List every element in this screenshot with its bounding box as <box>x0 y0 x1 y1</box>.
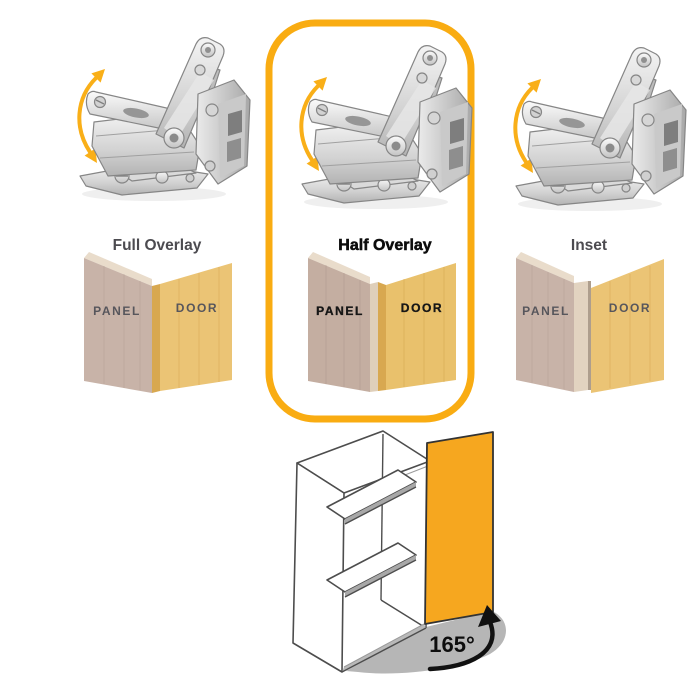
panel-label: PANEL <box>316 304 364 318</box>
door-label: DOOR <box>176 301 218 315</box>
option-card-inset[interactable]: Inset PANEL DOOR <box>513 45 688 393</box>
door-label: DOOR <box>401 301 443 315</box>
wood-corner-graphic-half-overlay: PANEL DOOR <box>308 252 456 392</box>
panel-board <box>84 258 152 393</box>
cabinet-door-open <box>424 431 494 625</box>
option-label: Half Overlay <box>338 237 431 254</box>
door-board <box>160 263 232 391</box>
panel-board <box>308 258 370 392</box>
door-board <box>386 263 456 390</box>
panel-label: PANEL <box>522 304 570 318</box>
option-label: Inset <box>571 237 607 254</box>
option-card-full-overlay[interactable]: Full Overlay PANEL DOOR <box>77 35 252 393</box>
door-edge <box>378 282 386 391</box>
panel-top-edge <box>308 252 370 284</box>
panel-board <box>516 258 574 392</box>
cabinet-line-art <box>292 430 431 673</box>
wood-corner-graphic-full-overlay: PANEL DOOR <box>84 252 232 393</box>
option-label: Full Overlay <box>113 237 202 254</box>
wood-corner-graphic-inset: PANEL DOOR <box>516 252 664 393</box>
panel-top-edge <box>84 252 152 286</box>
panel-front-edge <box>370 282 378 392</box>
door-edge <box>152 284 160 393</box>
option-card-half-overlay[interactable]: Half Overlay PANEL DOOR <box>299 43 474 392</box>
door-swing-arrow-icon <box>427 605 501 672</box>
reveal-shadow <box>588 281 591 390</box>
door-swing-arc <box>346 611 506 674</box>
opening-angle-label: 165° <box>429 632 475 657</box>
cabinet-open-door-diagram: 165° <box>292 430 506 674</box>
panel-label: PANEL <box>93 304 141 318</box>
door-label: DOOR <box>609 301 651 315</box>
door-board <box>591 259 664 393</box>
panel-front-edge <box>574 281 588 392</box>
selected-option-highlight-border <box>265 19 475 423</box>
panel-top-edge <box>516 252 574 283</box>
